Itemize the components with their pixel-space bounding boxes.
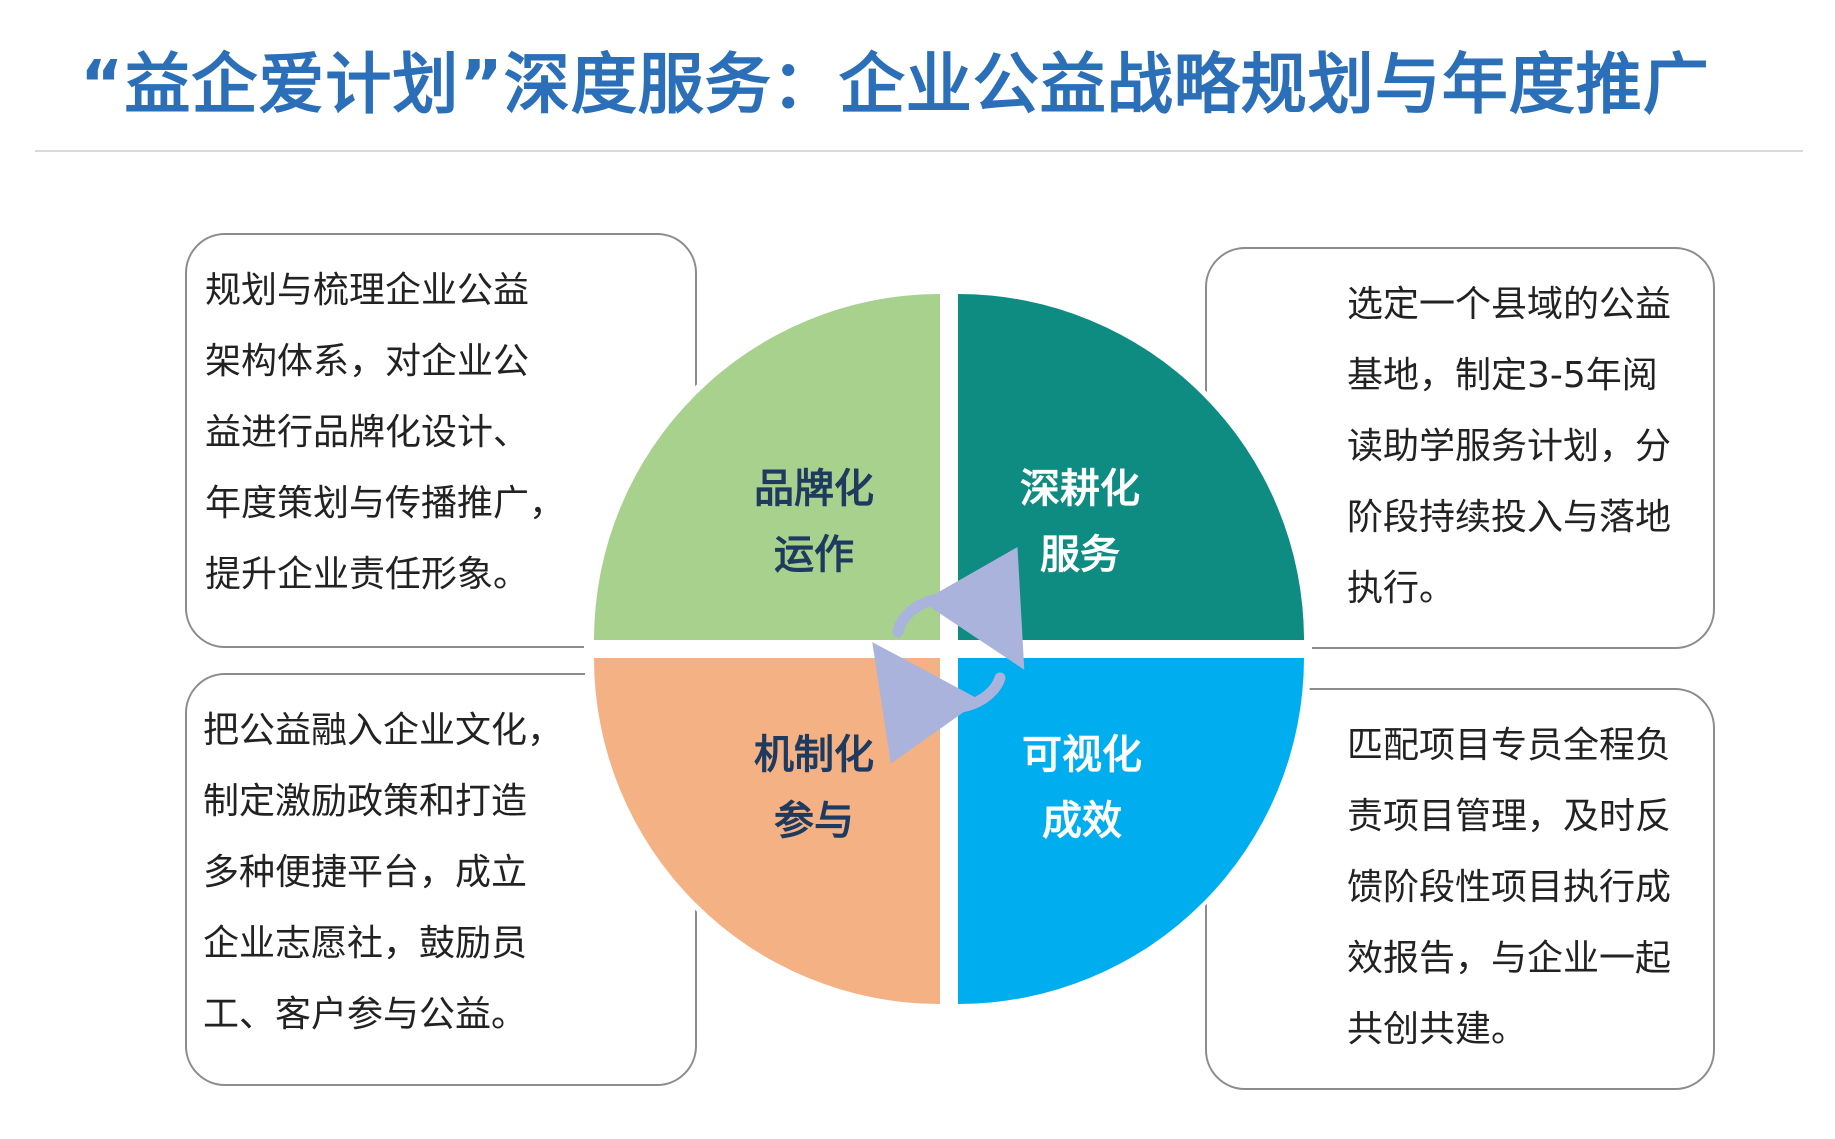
cycle-arrow-top [892,546,1025,670]
text-line: 执行。 [1347,568,1456,609]
text-line: 把公益融入企业文化， [203,710,564,751]
description-text-participation: 把公益融入企业文化， 制定激励政策和打造 多种便捷平台，成立 企业志愿社，鼓励员… [203,695,563,1050]
quadrant-label-deep-line1: 深耕化 [1020,466,1140,512]
description-text-brand: 规划与梳理企业公益 架构体系，对企业公 益进行品牌化设计、 年度策划与传播推广，… [205,255,565,610]
quadrant-label-brand-line1: 品牌化 [754,466,874,512]
text-line: 工、客户参与公益。 [203,994,528,1035]
quadrant-deep [958,294,1304,640]
text-line: 选定一个县域的公益 [1347,284,1672,325]
text-line: 匹配项目专员全程负 [1347,725,1672,766]
quadrant-label-participation-line2: 参与 [774,798,854,844]
quadrant-participation [594,658,940,1004]
text-line: 共创共建。 [1347,1009,1528,1050]
quadrant-label-brand-line2: 运作 [774,532,854,578]
text-line: 提升企业责任形象。 [205,554,530,595]
text-line: 架构体系，对企业公 [205,341,530,382]
circular-arrows-icon [872,546,1025,764]
text-line: 责项目管理，及时反 [1347,796,1672,837]
description-text-visual: 匹配项目专员全程负 责项目管理，及时反 馈阶段性项目执行成 效报告，与企业一起 … [1347,710,1671,1065]
quadrant-visual [958,658,1304,1004]
text-line: 多种便捷平台，成立 [203,852,528,893]
text-line: 效报告，与企业一起 [1347,938,1672,979]
quadrant-label-visual-line2: 成效 [1042,798,1122,844]
page-title: “益企爱计划”深度服务：企业公益战略规划与年度推广 [80,46,1710,123]
quadrant-label-visual-line1: 可视化 [1022,732,1142,778]
diagram-backdrop [584,284,1312,1012]
text-line: 制定激励政策和打造 [203,781,528,822]
quadrant-label-deep-line2: 服务 [1040,532,1120,578]
quadrant-brand [594,294,940,640]
text-line: 年度策划与传播推广， [205,483,566,524]
text-line: 益进行品牌化设计、 [205,412,530,453]
text-line: 基地，制定3-5年阅 [1347,355,1658,396]
cycle-arrow-bottom [872,642,1006,764]
text-line: 规划与梳理企业公益 [205,270,530,311]
quadrant-label-participation-line1: 机制化 [754,732,874,778]
title-divider [35,150,1803,152]
text-line: 馈阶段性项目执行成 [1347,867,1672,908]
description-text-deep: 选定一个县域的公益 基地，制定3-5年阅 读助学服务计划，分 阶段持续投入与落地… [1347,269,1671,624]
text-line: 读助学服务计划，分 [1347,426,1672,467]
text-line: 阶段持续投入与落地 [1347,497,1672,538]
text-line: 企业志愿社，鼓励员 [203,923,528,964]
